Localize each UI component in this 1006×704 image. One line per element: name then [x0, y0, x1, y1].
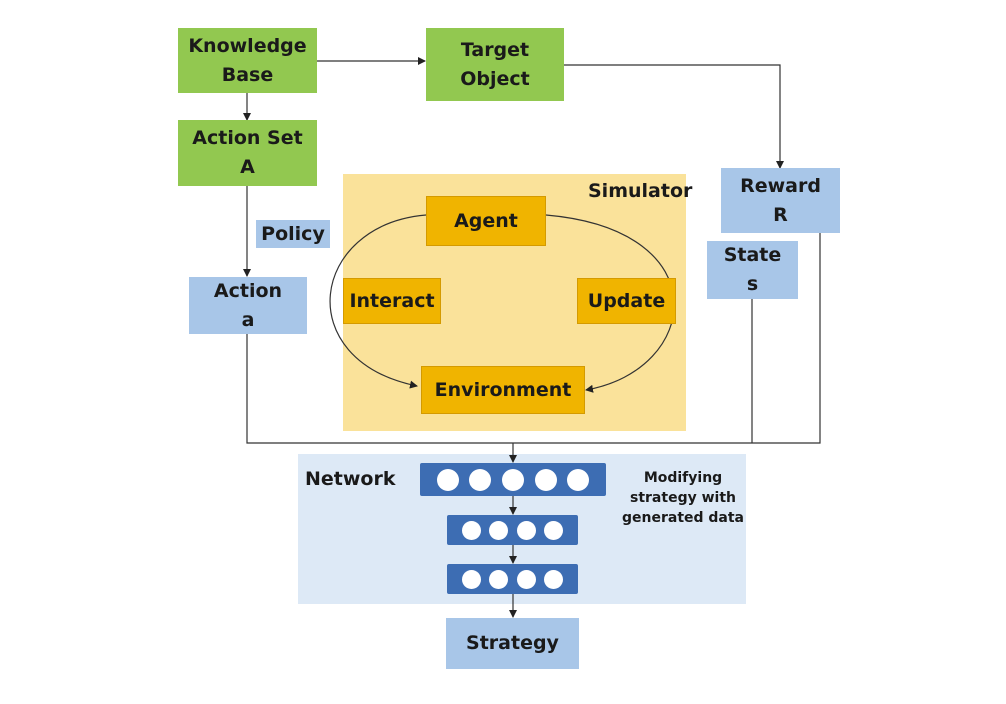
line-action-to-merge [246, 334, 513, 444]
neuron-node [461, 520, 481, 540]
neuron-node [534, 468, 557, 491]
simulator-title: Simulator [588, 180, 693, 202]
environment-box: Environment [421, 366, 585, 414]
neuron-node [501, 468, 524, 491]
interact-box: Interact [343, 278, 441, 324]
loop-agent-to-environment [329, 214, 427, 389]
neuron-node [544, 520, 564, 540]
neuron-node [469, 468, 492, 491]
policy-box: Policy [256, 220, 330, 248]
network-layer-3 [447, 564, 578, 594]
update-box: Update [577, 278, 676, 324]
neuron-node [516, 520, 536, 540]
neuron-node [567, 468, 590, 491]
neuron-node [489, 520, 509, 540]
neuron-node [436, 468, 459, 491]
arrow-target-to-reward [564, 64, 784, 169]
network-note: Modifying strategy with generated data [621, 470, 745, 526]
agent-box: Agent [426, 196, 546, 246]
neuron-node [461, 569, 481, 589]
network-title: Network [305, 468, 396, 490]
strategy-box: Strategy [446, 618, 579, 669]
line-reward-to-merge [513, 233, 821, 444]
neuron-node [489, 569, 509, 589]
network-layer-1 [420, 463, 606, 496]
neuron-node [544, 569, 564, 589]
network-layer-2 [447, 515, 578, 545]
neuron-node [516, 569, 536, 589]
